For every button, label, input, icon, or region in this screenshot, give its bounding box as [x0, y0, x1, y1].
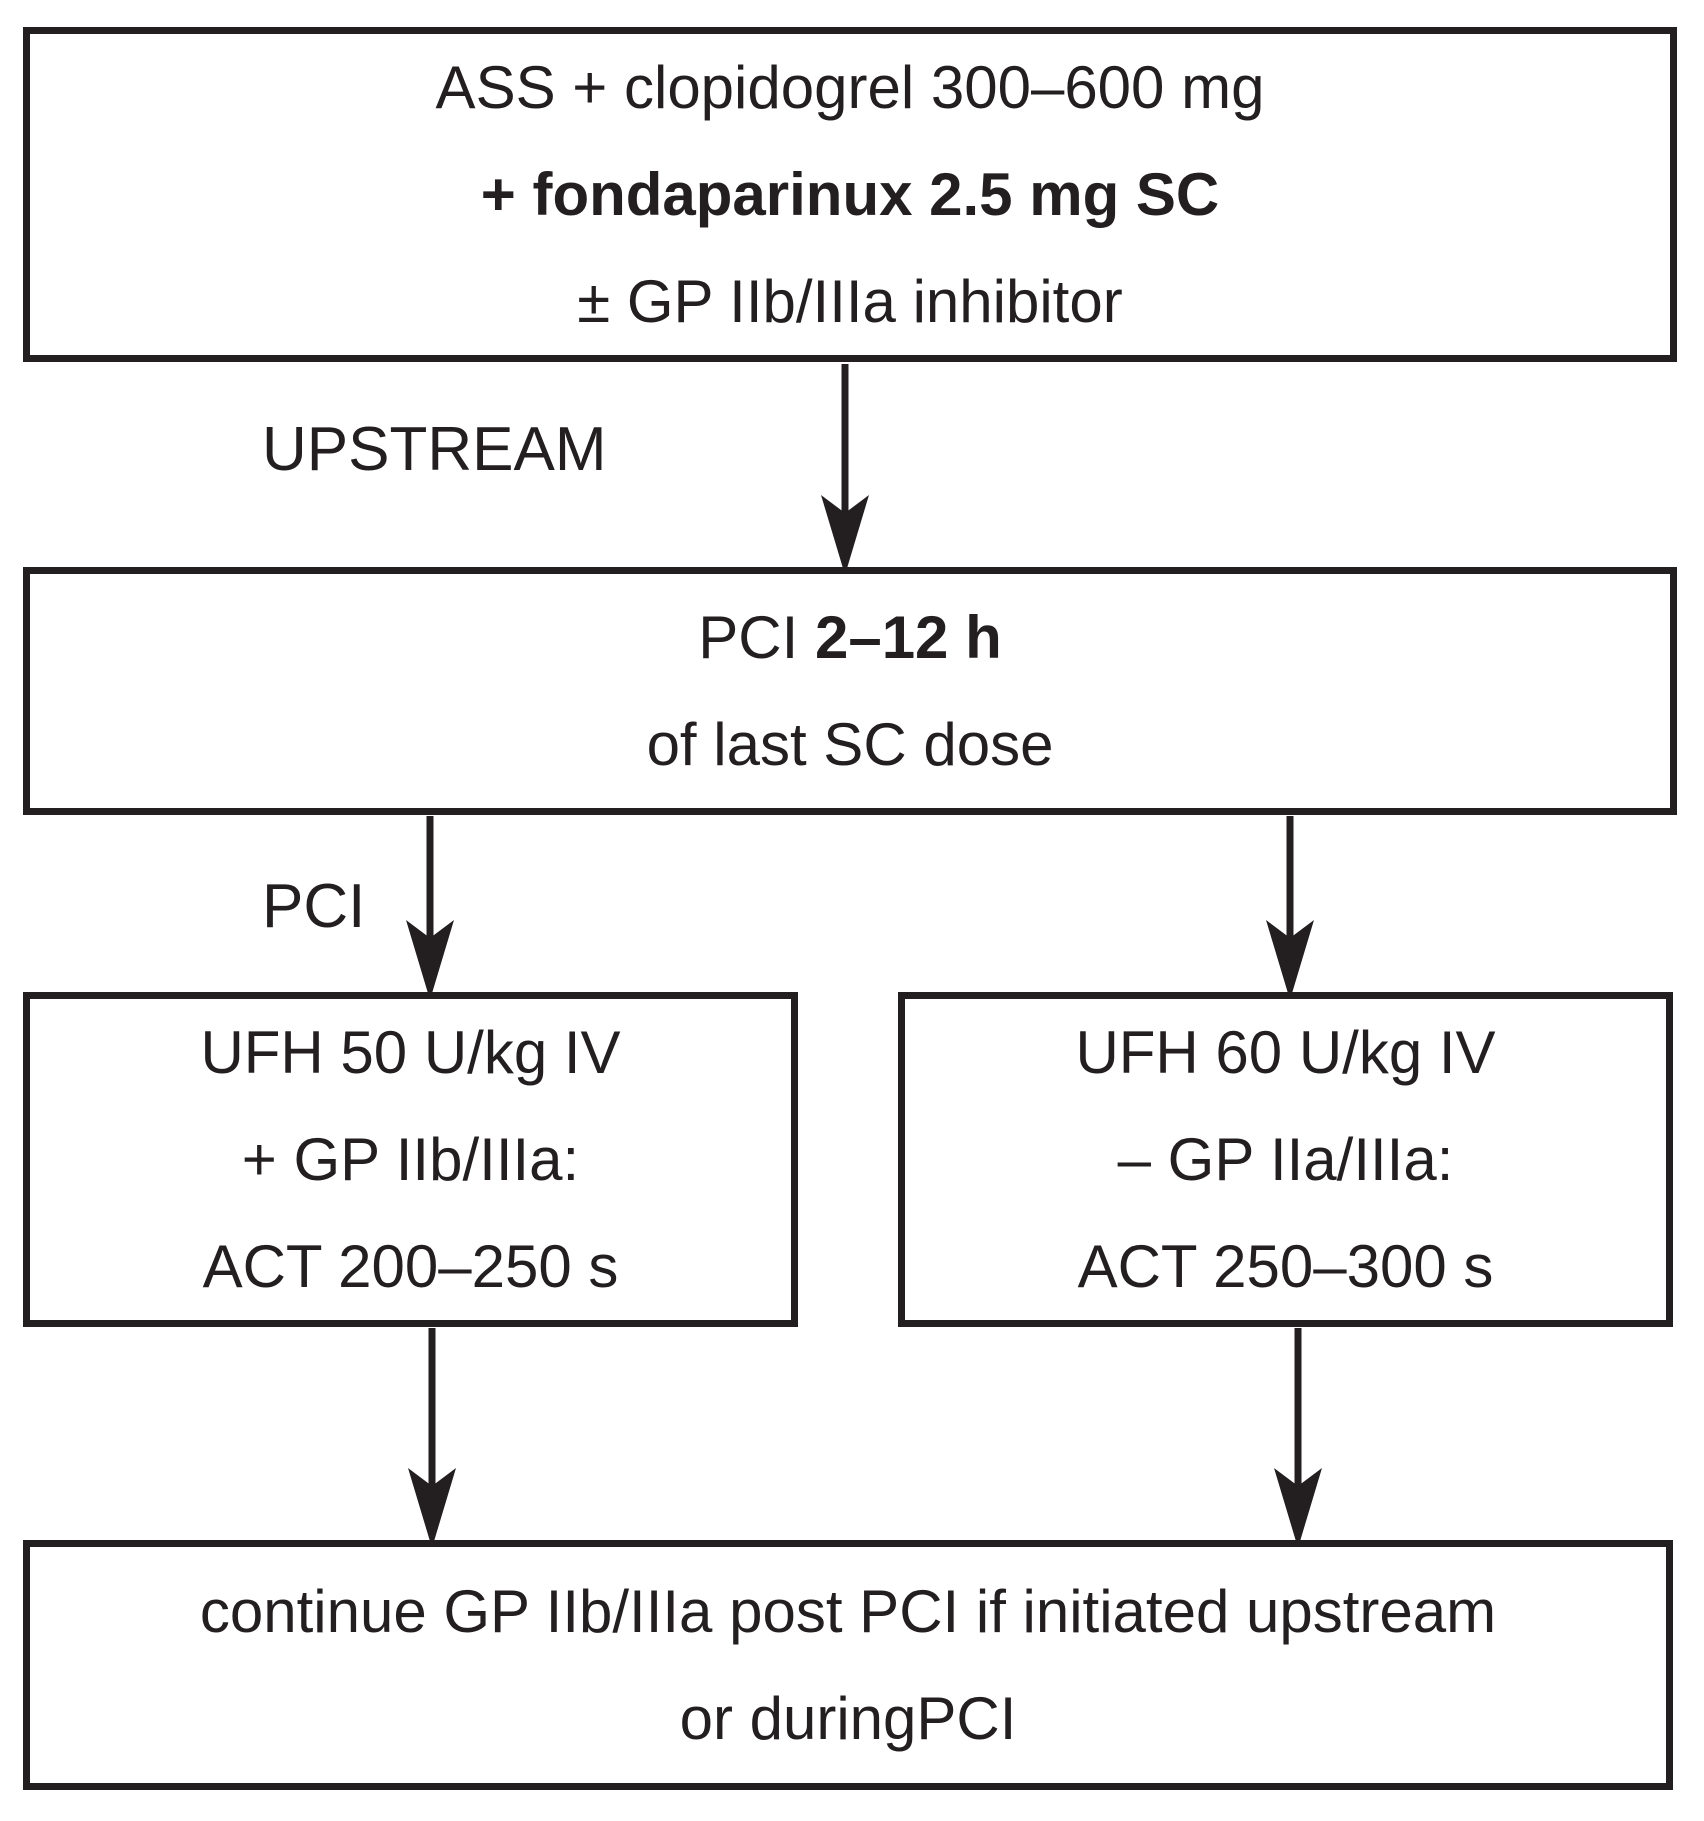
- ufh-without-gp-inhibitor-box: UFH 60 U/kg IV – GP IIa/IIIa: ACT 250–30…: [898, 992, 1673, 1327]
- continue-gp-inhibitor-box: continue GP IIb/IIIa post PCI if initiat…: [23, 1540, 1673, 1790]
- mid-box-line-1: PCI 2–12 h: [698, 584, 1002, 691]
- arrow-left-to-bottom-icon: [408, 1328, 456, 1548]
- ufh-with-gp-inhibitor-box: UFH 50 U/kg IV + GP IIb/IIIa: ACT 200–25…: [23, 992, 798, 1327]
- top-box-line-1: ASS + clopidogrel 300–600 mg: [435, 54, 1265, 121]
- arrow-right-to-bottom-icon: [1274, 1328, 1322, 1548]
- bottom-box-line-1: continue GP IIb/IIIa post PCI if initiat…: [199, 1578, 1497, 1645]
- upstream-arrow-label: UPSTREAM: [262, 415, 607, 484]
- bottom-box-line-2: or duringPCI: [679, 1685, 1017, 1752]
- arrow-mid-to-left-icon: [406, 816, 454, 1000]
- mid-box-line-2: of last SC dose: [646, 711, 1054, 778]
- mid-box-line-1-bold: 2–12 h: [814, 604, 1002, 671]
- right-box-line-3: ACT 250–300 s: [1077, 1233, 1494, 1300]
- right-box-line-1: UFH 60 U/kg IV: [1075, 1019, 1496, 1086]
- pci-timing-box: PCI 2–12 h of last SC dose: [23, 567, 1677, 815]
- mid-box-line-1-prefix: PCI: [698, 604, 815, 671]
- right-box-line-2: – GP IIa/IIIa:: [1117, 1126, 1454, 1193]
- upstream-therapy-box: ASS + clopidogrel 300–600 mg + fondapari…: [23, 27, 1677, 362]
- top-box-line-3: ± GP IIb/IIIa inhibitor: [577, 268, 1123, 335]
- pci-arrow-label: PCI: [262, 872, 366, 941]
- arrow-mid-to-right-icon: [1266, 816, 1314, 1000]
- arrow-top-to-mid-icon: [821, 364, 869, 575]
- top-box-line-2: + fondaparinux 2.5 mg SC: [480, 161, 1220, 228]
- left-box-line-3: ACT 200–250 s: [202, 1233, 619, 1300]
- left-box-line-2: + GP IIb/IIIa:: [241, 1126, 580, 1193]
- left-box-line-1: UFH 50 U/kg IV: [200, 1019, 621, 1086]
